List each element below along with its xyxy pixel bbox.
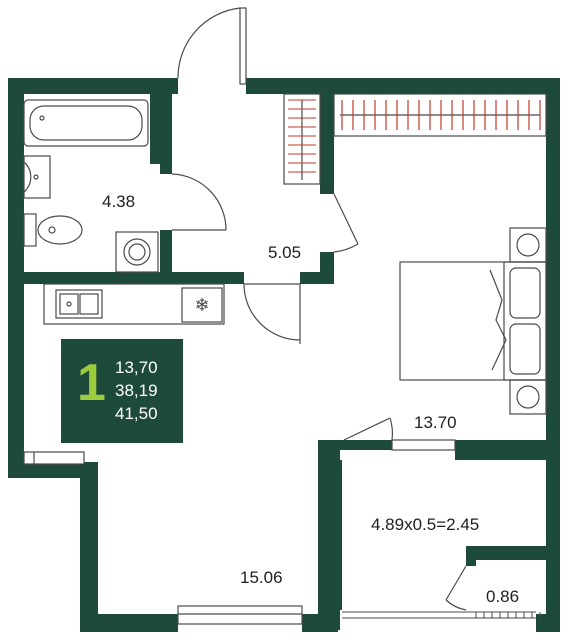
wall-bedroom-balcony: [340, 440, 392, 450]
window-left: [23, 451, 85, 465]
wardrobe-hangers: [341, 100, 541, 130]
kitchen-door: [243, 283, 301, 344]
room-label-storage: 0.86: [486, 587, 520, 606]
washing-machine-icon: [115, 231, 159, 273]
wall-left: [8, 78, 24, 478]
wall-top-left: [8, 78, 178, 94]
toilet-icon: [23, 213, 83, 247]
kitchen-counter: [43, 283, 225, 325]
wall-bottom-right: [536, 614, 560, 632]
window-bottom: [177, 605, 303, 625]
wardrobe-icon: [333, 93, 547, 137]
balcony-railing: [342, 611, 536, 619]
hall-hangers: [288, 99, 316, 173]
area-summary-badge: 1 13,70 38,19 41,50: [61, 339, 183, 443]
total-with-balcony-area: 41,50: [115, 404, 158, 423]
stove-icon: ❄: [181, 287, 223, 323]
wall-niche: [150, 94, 172, 164]
room-label-balcony: 4.89x0.5=2.45: [371, 515, 480, 534]
walls: [8, 78, 560, 632]
bedroom-door: [333, 193, 359, 253]
sink-icon: [23, 155, 51, 199]
total-area: 38,19: [115, 381, 158, 400]
room-label-bathroom: 4.38: [102, 192, 136, 211]
wall-bath-hall-low: [160, 230, 172, 282]
hall-wardrobe-icon: [283, 93, 321, 185]
wall-bottom-left: [8, 462, 98, 478]
wall-storage-left: [466, 546, 476, 566]
bed-icon: [399, 227, 547, 415]
room-label-living: 15.06: [240, 568, 283, 587]
bathtub-icon: [23, 99, 149, 147]
wall-right: [546, 78, 560, 628]
wall-balcony-left: [338, 460, 342, 610]
wall-kitchen-bedroom: [318, 440, 340, 630]
rooms-count: 1: [77, 354, 106, 412]
wall-left-lower: [80, 462, 98, 632]
wall-hall-bedroom: [320, 94, 334, 194]
svg-text:❄: ❄: [194, 295, 209, 316]
wall-hall-kitchen: [300, 272, 322, 284]
wall-bedroom-balcony-r: [455, 440, 546, 460]
wall-hall-bedroom-low: [320, 252, 334, 284]
balcony-door: [343, 417, 456, 451]
entrance-door: [177, 7, 247, 85]
living-area: 13,70: [115, 358, 158, 377]
wall-bath-bottom: [24, 272, 244, 284]
wall-storage-top: [466, 546, 546, 560]
kitchen-sink-icon: [55, 289, 103, 319]
room-label-bedroom: 13.70: [414, 413, 457, 432]
room-label-hallway: 5.05: [268, 243, 302, 262]
wall-top-right: [246, 78, 558, 94]
storage-rail: [475, 612, 541, 618]
storage-door: [445, 565, 467, 611]
bathroom-door: [171, 173, 227, 231]
wall-bottom: [80, 614, 178, 632]
